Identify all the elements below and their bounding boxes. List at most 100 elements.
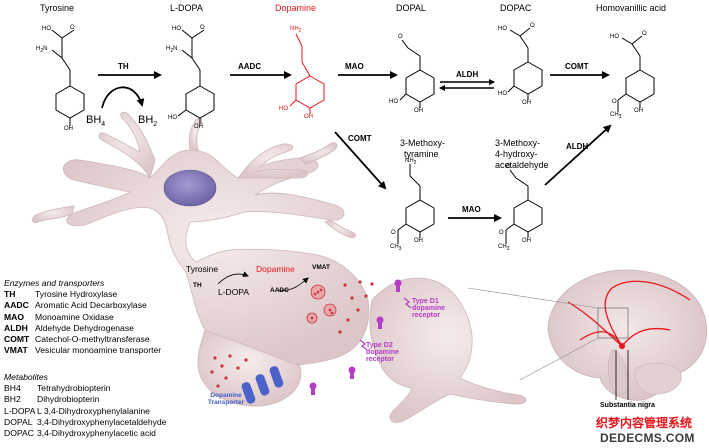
legend-desc: Tetrahydrobiopterin (37, 383, 111, 394)
dendrite (324, 219, 356, 239)
brainstem (608, 349, 629, 396)
dopamine-pathways (567, 280, 691, 347)
atom-label: OH (522, 100, 531, 106)
atom-label: HO (279, 106, 288, 112)
atom-label: O (70, 25, 75, 31)
atom-label: OH (64, 126, 73, 132)
neuron-label-l-dopa: L-DOPA (218, 287, 250, 297)
enzyme-mao-mid: MAO (462, 205, 481, 214)
atom-label: NH2 (290, 26, 302, 35)
compound-mhpa-line2: 4-hydroxy- (495, 149, 538, 159)
legend-desc: 3,4-Dihydroxyphenylacetic acid (37, 428, 156, 439)
metabolites-legend-title: Metabolites (4, 372, 48, 382)
legend-row: TH Tyrosine Hydroxylase (4, 289, 161, 300)
label-substantia-nigra: Substantia nigra (600, 402, 655, 409)
atom-label: H2N (166, 46, 178, 55)
atom-label: O (530, 23, 535, 29)
dendrite (299, 142, 338, 165)
compound-l-dopa: L-DOPA (170, 3, 203, 13)
legend-desc: Aromatic Acid Decarboxylase (35, 300, 147, 311)
legend-abbr: L-DOPA (4, 405, 36, 416)
compound-dopamine: Dopamine (275, 3, 317, 13)
legend-abbr: ALDH (4, 322, 28, 333)
neuron-label-dopamine: Dopamine (256, 264, 295, 274)
atom-label: O (200, 25, 205, 31)
atom-label: O (391, 230, 396, 236)
neuron-axon (197, 329, 302, 407)
enzyme-aadc: AADC (238, 62, 262, 71)
atom-label: O (499, 230, 504, 236)
atom-label: OH (414, 238, 423, 244)
neuron-nucleus (163, 169, 217, 207)
dopamine-receptors (309, 279, 412, 395)
legend-abbr: BH4 (4, 383, 21, 394)
postsynaptic-neuron (369, 277, 527, 423)
atom-label: OH (194, 124, 203, 130)
legend-row: VMAT Vesicular monoamine transporter (4, 345, 161, 356)
neuron-label-vmat: VMAT (312, 264, 330, 271)
legend-desc: Tyrosine Hydroxylase (35, 289, 118, 300)
atom-label: HO (168, 115, 177, 121)
atom-label: HO (389, 99, 398, 105)
compound-mhpa-line3: acetaldehyde (495, 160, 549, 170)
atom-label: HO (498, 91, 507, 97)
watermark-line2: DEDECMS.COM (600, 431, 695, 445)
neuron-label-th: TH (193, 282, 202, 289)
legend-desc: Monoamine Oxidase (35, 311, 114, 322)
atom-label: O (506, 164, 511, 170)
legend-abbr: COMT (4, 334, 30, 345)
compound-homovanillic-acid: Homovanillic acid (596, 3, 667, 13)
watermark-line1: 织梦内容管理系统 (596, 416, 693, 430)
atom-label: CH3 (610, 112, 622, 121)
legend-abbr: DOPAL (4, 416, 33, 427)
neuron-illustration (32, 111, 527, 423)
dopamine-transporters (241, 366, 284, 404)
neuron-label-tyrosine: Tyrosine (186, 264, 219, 274)
dopamine-vesicles (210, 280, 374, 388)
cerebellum (634, 362, 682, 395)
atom-label: OH (634, 108, 643, 114)
legend-desc: Vesicular monoamine transporter (35, 345, 162, 356)
enzyme-comt-mid: COMT (348, 134, 372, 143)
atom-label: HO (610, 34, 619, 40)
atom-label: CH3 (390, 244, 402, 253)
enzyme-comt-top: COMT (565, 62, 589, 71)
atom-label: NH2 (405, 158, 417, 167)
atom-label: OH (304, 114, 313, 120)
compound-dopac: DOPAC (500, 3, 532, 13)
cofactor-bh4: BH4 (86, 114, 106, 129)
enzyme-th: TH (118, 62, 129, 71)
legend-row: ALDH Aldehyde Dehydrogenase (4, 323, 161, 334)
legend-desc: Dihydrobiopterin (37, 394, 100, 405)
dendrite (98, 111, 156, 180)
atom-label: HO (498, 26, 507, 32)
legend-abbr: VMAT (4, 345, 28, 356)
atom-label: H2N (36, 46, 48, 55)
enzyme-mao-top: MAO (345, 62, 364, 71)
brain-illustration (467, 269, 708, 401)
atom-label: HO (42, 26, 51, 32)
legend-desc: Aldehyde Dehydrogenase (35, 322, 134, 333)
neuron-pathway-arrows (217, 271, 309, 291)
compound-3-methoxytyramine-line2: tyramine (404, 149, 439, 159)
legend-desc: Catechol-O-methyltransferase (35, 334, 150, 345)
enzymes-legend-title: Enzymes and transporters (4, 278, 105, 288)
atom-label: O (612, 99, 617, 105)
legend-abbr: DOPAC (4, 428, 34, 439)
atom-label: HO (172, 26, 181, 32)
compound-3-methoxytyramine-line1: 3-Methoxy- (400, 138, 446, 148)
compound-tyrosine: Tyrosine (40, 3, 75, 13)
compound-dopal: DOPAL (396, 3, 426, 13)
atom-label: OH (522, 238, 531, 244)
dendrite (237, 143, 308, 179)
legend-abbr: TH (4, 289, 16, 300)
enzymes-legend: Enzymes and transporters TH Tyrosine Hydr… (4, 278, 161, 356)
legend-row: COMT Catechol-O-methyltransferase (4, 334, 161, 345)
cofactor-bh2: BH2 (138, 114, 158, 129)
